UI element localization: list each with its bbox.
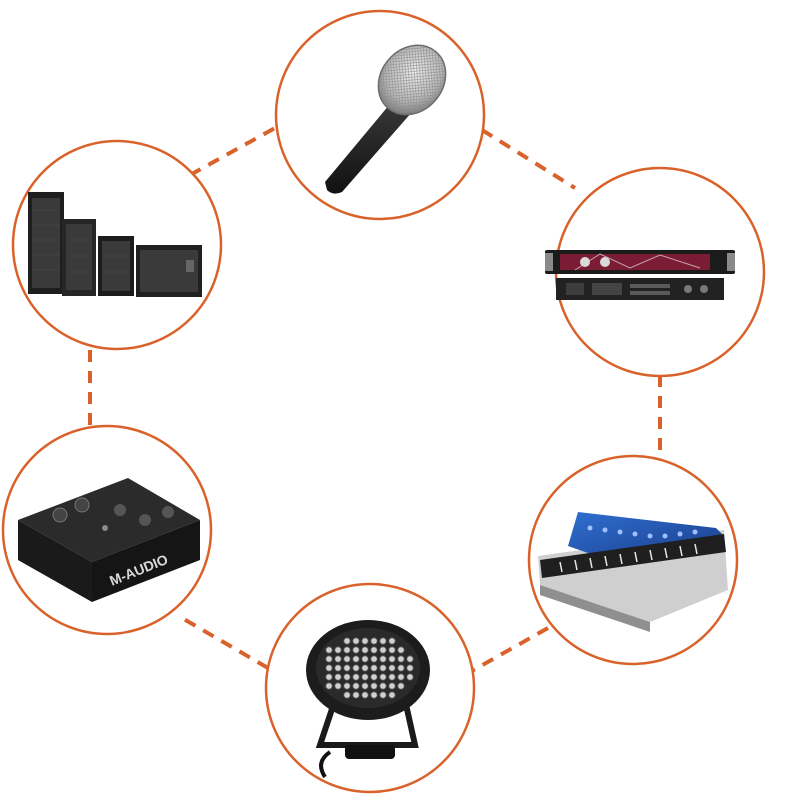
led-dot (352, 664, 360, 672)
led-dot (343, 646, 351, 654)
led-dot (397, 664, 405, 672)
audio-interface-icon: M-AUDIO (18, 478, 200, 602)
microphone-icon (325, 44, 447, 194)
speaker-set-icon (28, 192, 202, 297)
led-dot (334, 673, 342, 681)
led-dot (343, 682, 351, 690)
connector-mixer-light (469, 626, 549, 674)
connector-light-interface (180, 616, 270, 670)
led-dot (388, 637, 396, 645)
led-dot (343, 691, 351, 699)
led-dot (397, 646, 405, 654)
led-dot (334, 655, 342, 663)
led-dot (352, 673, 360, 681)
led-dot (325, 655, 333, 663)
led-dot (361, 691, 369, 699)
led-dot (361, 637, 369, 645)
led-dot (379, 682, 387, 690)
led-dot (406, 655, 414, 663)
led-dot (352, 655, 360, 663)
led-dot (370, 691, 378, 699)
led-dot (388, 664, 396, 672)
led-dot (379, 637, 387, 645)
led-dot (388, 682, 396, 690)
led-dot (370, 655, 378, 663)
led-dot (325, 673, 333, 681)
led-dot (334, 664, 342, 672)
led-dot (370, 664, 378, 672)
led-dot (397, 682, 405, 690)
led-dot (343, 637, 351, 645)
led-dot (325, 664, 333, 672)
led-dot (406, 664, 414, 672)
led-dot (334, 646, 342, 654)
led-dot (361, 682, 369, 690)
led-dot (352, 691, 360, 699)
led-dot (370, 637, 378, 645)
led-dot (325, 682, 333, 690)
connector-mic-amplifier (480, 128, 577, 190)
led-dot (379, 664, 387, 672)
led-dot (343, 655, 351, 663)
led-dot (379, 646, 387, 654)
node-ring-microphone (274, 9, 486, 221)
led-dot (361, 664, 369, 672)
led-dot (379, 691, 387, 699)
led-dot (370, 673, 378, 681)
led-dot (388, 673, 396, 681)
led-dot (397, 673, 405, 681)
led-dot (388, 655, 396, 663)
led-dot (325, 646, 333, 654)
connector-speakers-mic (189, 126, 276, 177)
led-dot (352, 646, 360, 654)
led-dot (397, 655, 405, 663)
led-dot (361, 646, 369, 654)
led-dot (388, 691, 396, 699)
led-dot (370, 682, 378, 690)
led-dot (343, 673, 351, 681)
led-dot (343, 664, 351, 672)
led-dot (361, 655, 369, 663)
led-dot (388, 646, 396, 654)
power-amplifier-icon (545, 250, 735, 300)
led-dot (361, 673, 369, 681)
mixing-console-icon (538, 512, 728, 632)
led-dot (379, 673, 387, 681)
led-dot (379, 655, 387, 663)
led-dot (352, 682, 360, 690)
led-dot (334, 682, 342, 690)
led-dot (406, 673, 414, 681)
led-dot (352, 637, 360, 645)
stage-par-light-icon (306, 620, 430, 779)
led-dot (370, 646, 378, 654)
